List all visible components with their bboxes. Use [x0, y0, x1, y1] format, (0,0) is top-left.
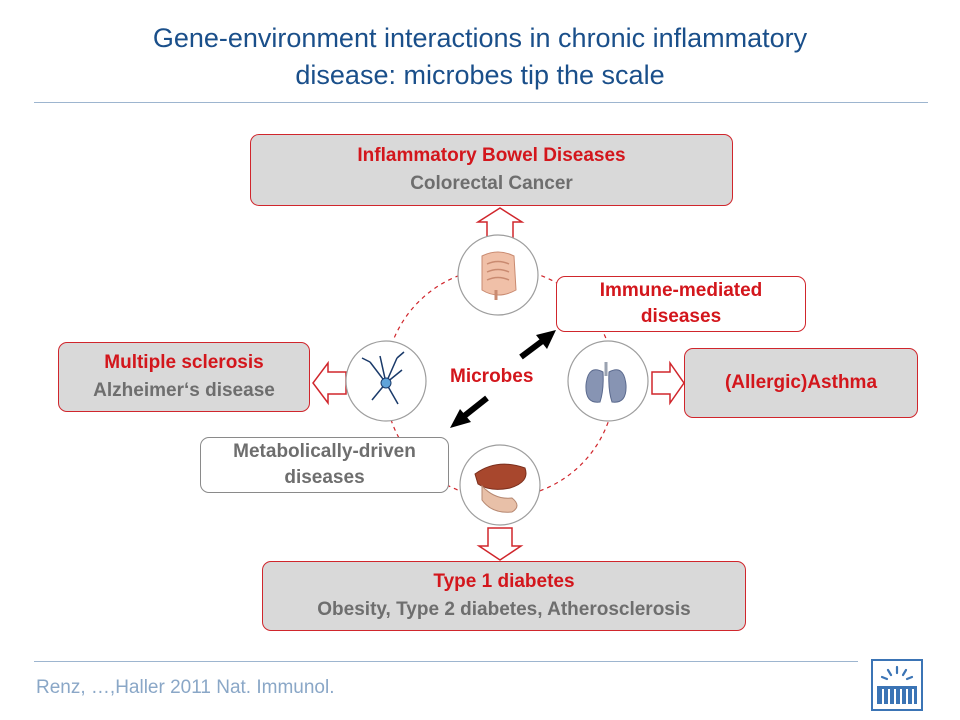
immune-line1: Immune-mediated — [599, 280, 763, 301]
arrow-up-to-ibd — [475, 207, 525, 241]
ibd-box: Inflammatory Bowel Diseases Colorectal C… — [250, 134, 733, 206]
ibd-title: Inflammatory Bowel Diseases — [357, 145, 626, 166]
asthma-title: (Allergic)Asthma — [724, 372, 878, 393]
diabetes-subtitle: Obesity, Type 2 diabetes, Atherosclerosi… — [317, 599, 691, 620]
slide-title-line1: Gene-environment interactions in chronic… — [152, 23, 808, 53]
title-divider — [34, 102, 928, 103]
microbes-label: Microbes — [450, 366, 534, 387]
arrow-down-to-diabetes — [476, 527, 524, 561]
ms-box: Multiple sclerosis Alzheimer‘s disease — [58, 342, 310, 412]
institution-logo — [871, 659, 923, 711]
slide-title: Gene-environment interactions in chronic… — [30, 20, 930, 94]
arrow-right-to-asthma — [651, 360, 685, 406]
immune-line2: diseases — [640, 306, 722, 327]
ms-subtitle: Alzheimer‘s disease — [93, 380, 275, 401]
citation: Renz, …,Haller 2011 Nat. Immunol. — [36, 677, 335, 698]
arrow-to-immune — [519, 330, 556, 360]
metabolic-line2: diseases — [284, 467, 365, 488]
neuron-icon — [345, 340, 427, 422]
footer-divider — [34, 661, 858, 662]
slide-title-line2: disease: microbes tip the scale — [295, 60, 665, 90]
ms-title: Multiple sclerosis — [104, 352, 264, 373]
metabolic-box: Metabolically-driven diseases — [200, 437, 449, 493]
arrow-to-metabolic — [450, 395, 489, 428]
immune-box: Immune-mediated diseases — [556, 276, 806, 332]
ibd-subtitle: Colorectal Cancer — [410, 173, 573, 194]
lungs-icon — [567, 340, 649, 422]
intestine-icon — [457, 234, 539, 316]
asthma-box: (Allergic)Asthma — [684, 348, 918, 418]
metabolic-line1: Metabolically-driven — [233, 441, 416, 462]
arrow-left-to-ms — [312, 360, 347, 406]
diabetes-title: Type 1 diabetes — [433, 571, 575, 592]
diabetes-box: Type 1 diabetes Obesity, Type 2 diabetes… — [262, 561, 746, 631]
liver-icon — [459, 444, 541, 526]
